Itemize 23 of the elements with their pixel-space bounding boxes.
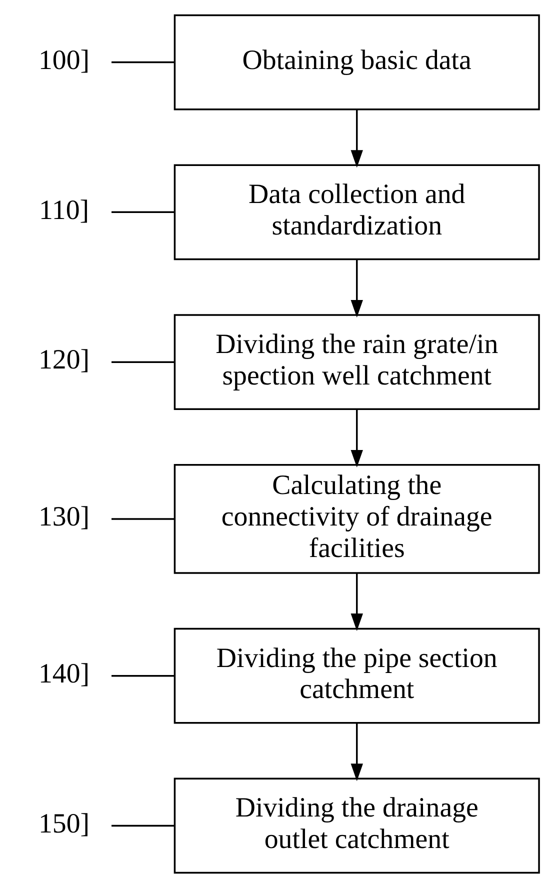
arrow	[350, 723, 362, 782]
arrow	[350, 573, 362, 631]
node-text: 110]	[38, 194, 89, 226]
node-box: Calculating the connectivity of drainage facilities	[173, 464, 540, 574]
node-text: 130]	[38, 502, 90, 533]
connector	[111, 211, 174, 214]
connector	[111, 518, 174, 520]
node-box: Dividing the drainage outlet catchment	[173, 778, 540, 874]
node-text: 150]	[38, 808, 90, 840]
node-box: Dividing the rain grate/in spection well catchment	[173, 314, 540, 410]
connector	[111, 824, 174, 827]
node-box: Dividing the pipe section catchment	[173, 628, 540, 724]
node-box: Data collection and standardization	[173, 164, 540, 260]
node-text: 120]	[38, 344, 90, 376]
node-text: 100]	[38, 44, 90, 76]
arrow	[350, 110, 362, 168]
node-text: 140]	[38, 658, 90, 690]
arrow	[350, 259, 362, 318]
connector	[111, 674, 174, 677]
connector	[111, 61, 174, 64]
node-box: Obtaining basic data	[173, 14, 540, 110]
connector	[111, 361, 174, 363]
arrow	[350, 410, 362, 468]
